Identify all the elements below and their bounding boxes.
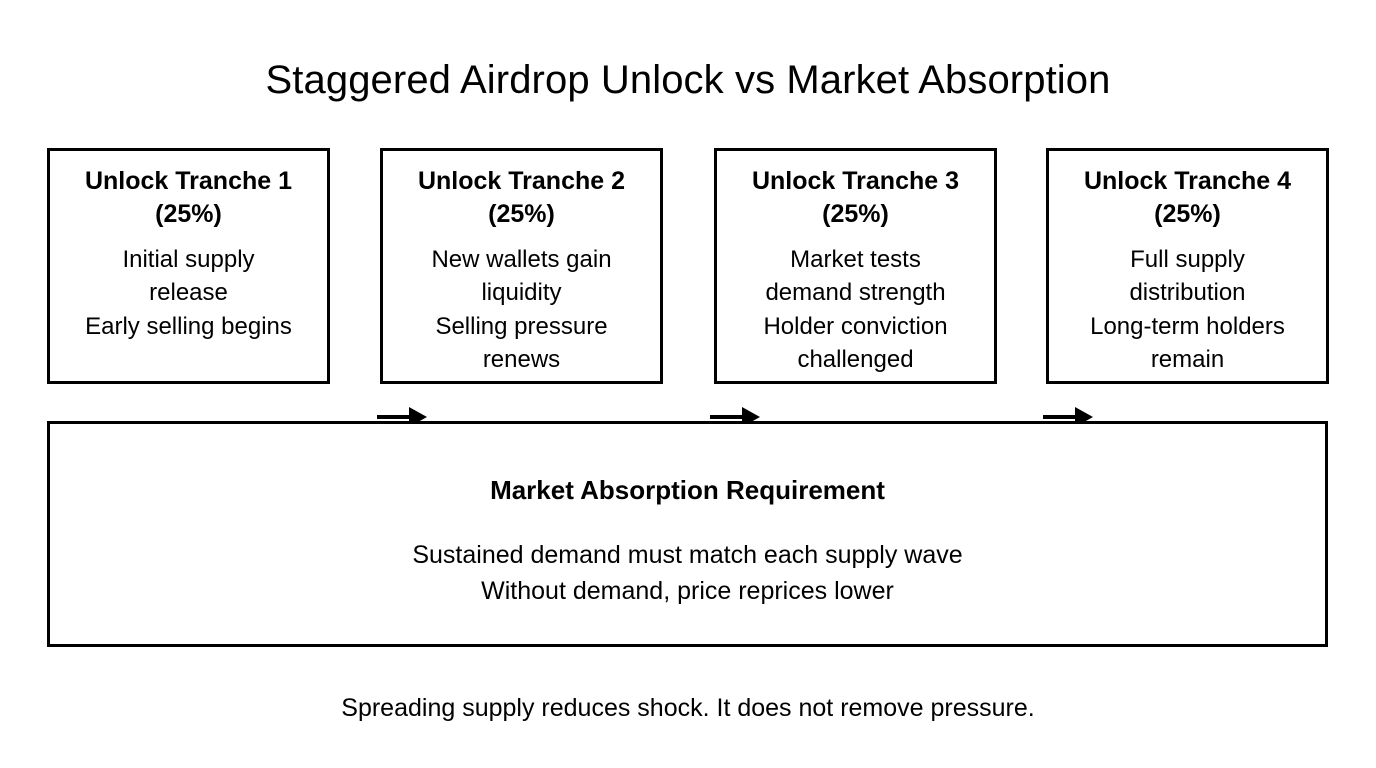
tranche-row: Unlock Tranche 1 (25%) Initial supply re…: [47, 148, 1329, 427]
arrow-shaft: [710, 415, 746, 419]
tranche-box-4-heading: Unlock Tranche 4 (25%): [1083, 167, 1292, 229]
tranche-box-4-body: Full supply distribution Long-term holde…: [1090, 245, 1285, 374]
market-absorption-body: Sustained demand must match each supply …: [412, 541, 963, 605]
tranche-box-2[interactable]: Unlock Tranche 2 (25%) New wallets gain …: [380, 148, 663, 384]
market-absorption-panel[interactable]: Market Absorption Requirement Sustained …: [47, 421, 1328, 647]
page-title: Staggered Airdrop Unlock vs Market Absor…: [265, 58, 1111, 102]
tranche-box-3[interactable]: Unlock Tranche 3 (25%) Market tests dema…: [714, 148, 997, 384]
footer-note: Spreading supply reduces shock. It does …: [341, 694, 1035, 722]
arrow-shaft: [1043, 415, 1079, 419]
tranche-box-3-body: Market tests demand strength Holder conv…: [763, 245, 948, 374]
tranche-box-3-heading: Unlock Tranche 3 (25%): [751, 167, 960, 229]
tranche-box-4[interactable]: Unlock Tranche 4 (25%) Full supply distr…: [1046, 148, 1329, 384]
tranche-box-1-body: Initial supply release Early selling beg…: [85, 245, 292, 340]
arrow-shaft: [377, 415, 413, 419]
market-absorption-title: Market Absorption Requirement: [490, 475, 885, 505]
tranche-box-2-heading: Unlock Tranche 2 (25%): [417, 167, 626, 229]
tranche-box-2-body: New wallets gain liquidity Selling press…: [431, 245, 612, 374]
tranche-box-1[interactable]: Unlock Tranche 1 (25%) Initial supply re…: [47, 148, 330, 384]
tranche-box-1-heading: Unlock Tranche 1 (25%): [84, 167, 293, 229]
